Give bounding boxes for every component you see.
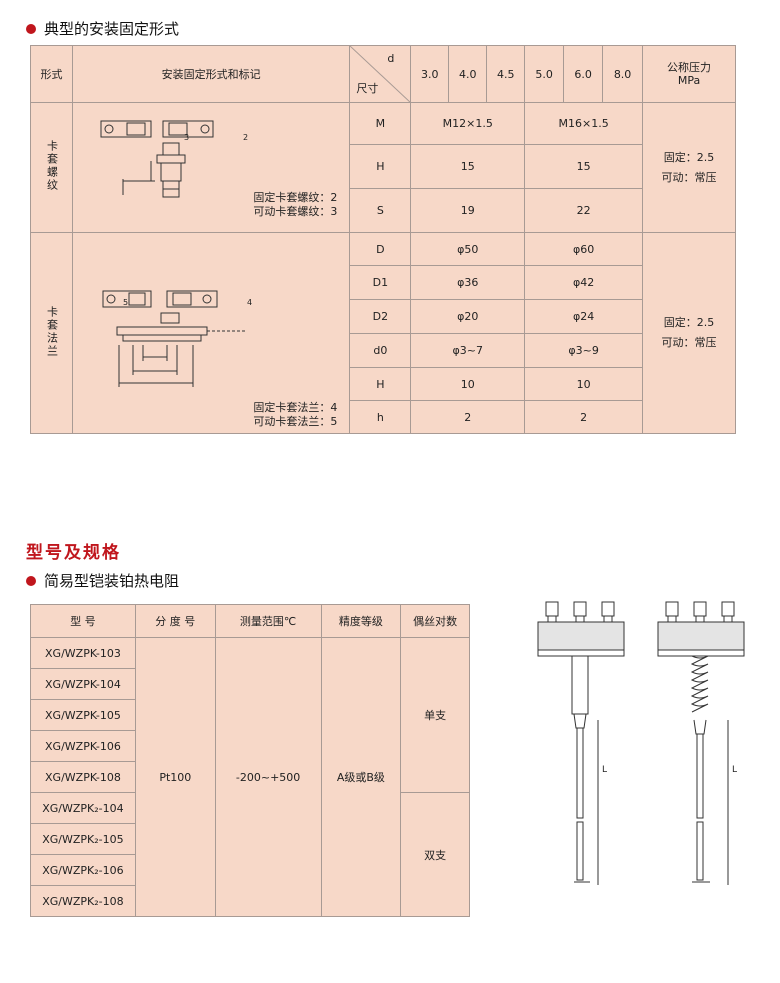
- flange-param-h: H: [349, 367, 412, 401]
- model-row: XG/WZPK-105: [30, 699, 136, 731]
- thread-fitting-drawing: [100, 120, 214, 198]
- flange-num-4: 4: [246, 298, 253, 307]
- thread-diagram-cell: 3 2 固定卡套螺纹：2 可动卡套螺纹：3: [71, 102, 351, 233]
- thread-m-a: M12×1.5: [410, 102, 526, 145]
- flange-caption: 固定卡套法兰：4 可动卡套法兰：5: [253, 401, 337, 429]
- thread-m-b: M16×1.5: [524, 102, 644, 145]
- flange-num-5: 5: [122, 298, 129, 307]
- model-row: XG/WZPK₂-104: [30, 792, 136, 824]
- flange-d1-a: φ36: [410, 265, 526, 300]
- sensor-drawings: [537, 601, 745, 885]
- length-label-right: L: [732, 765, 738, 775]
- header-diagonal: d 尺寸: [349, 45, 412, 103]
- flange-d1-b: φ42: [524, 265, 644, 300]
- flange-hh-b: 2: [524, 400, 644, 434]
- header-range: 测量范围℃: [214, 604, 322, 638]
- flange-d0-a: φ3~7: [410, 333, 526, 368]
- flange-param-d: D: [349, 232, 412, 266]
- thread-num-2: 2: [242, 133, 249, 142]
- flange-d0-b: φ3~9: [524, 333, 644, 368]
- header-model: 型 号: [30, 604, 136, 638]
- model-table: 型 号 分 度 号 测量范围℃ 精度等级 偶丝对数 XG/WZPK-103 Pt…: [30, 604, 470, 917]
- size-3-0: 3.0: [410, 45, 450, 103]
- bullet-icon: [26, 23, 36, 34]
- sensor-drawing-straight: [537, 601, 625, 885]
- install-table: 形式 安装固定形式和标记 d 尺寸 3.0 4.0 4.5 5.0 6.0 8.…: [30, 45, 736, 434]
- section-heading-install-text: 典型的安装固定形式: [44, 20, 180, 38]
- flange-param-d0: d0: [349, 333, 412, 368]
- flange-param-d1: D1: [349, 265, 412, 300]
- header-index: 分 度 号: [134, 604, 216, 638]
- size-5-0: 5.0: [524, 45, 565, 103]
- flange-pressure-fixed: 固定：2.5: [663, 316, 715, 329]
- thread-h-a: 15: [410, 144, 526, 189]
- thread-s-b: 22: [524, 188, 644, 233]
- model-row: XG/WZPK₂-108: [30, 885, 136, 917]
- pairs-single: 单支: [400, 637, 470, 793]
- thread-pressure: 固定：2.5 可动：常压: [642, 102, 736, 233]
- form-flange-label: 卡套法兰: [45, 305, 59, 358]
- flange-d-a: φ50: [410, 232, 526, 266]
- grade-value: A级或B级: [320, 637, 402, 917]
- flange-fitting-drawing: [102, 290, 247, 387]
- flange-pressure: 固定：2.5 可动：常压: [642, 232, 736, 434]
- flange-param-hh: h: [349, 400, 412, 434]
- header-form: 形式: [30, 45, 73, 103]
- bullet-icon: [26, 575, 36, 586]
- diag-bottom-label: 尺寸: [356, 82, 379, 95]
- thread-h-b: 15: [524, 144, 644, 189]
- model-row: XG/WZPK-108: [30, 761, 136, 793]
- model-row: XG/WZPK-103: [30, 637, 136, 669]
- size-8-0: 8.0: [602, 45, 644, 103]
- thread-param-s: S: [349, 188, 412, 233]
- thread-pressure-movable: 可动：常压: [661, 170, 717, 184]
- flange-caption-1: 固定卡套法兰：4: [253, 401, 338, 414]
- thread-caption-1: 固定卡套螺纹：2: [253, 191, 338, 204]
- thread-s-a: 19: [410, 188, 526, 233]
- thread-caption-2: 可动卡套螺纹：3: [253, 205, 338, 218]
- size-4-0: 4.0: [448, 45, 488, 103]
- section-title-models: 型号及规格: [26, 543, 121, 563]
- header-pressure-unit: MPa: [677, 74, 701, 87]
- flange-h-a: 10: [410, 367, 526, 401]
- header-method: 安装固定形式和标记: [71, 45, 351, 103]
- flange-h-b: 10: [524, 367, 644, 401]
- model-row: XG/WZPK₂-105: [30, 823, 136, 855]
- form-thread: 卡套螺纹: [30, 102, 73, 233]
- sensor-drawing-spring: [657, 601, 745, 885]
- header-pressure-label: 公称压力: [667, 61, 712, 74]
- diagonal-line: [350, 46, 412, 103]
- form-thread-label: 卡套螺纹: [45, 140, 59, 192]
- thread-param-m: M: [349, 102, 412, 145]
- pairs-double: 双支: [400, 792, 470, 917]
- size-6-0: 6.0: [563, 45, 604, 103]
- flange-d-b: φ60: [524, 232, 644, 266]
- flange-d2-b: φ24: [524, 299, 644, 334]
- model-row: XG/WZPK-106: [30, 730, 136, 762]
- flange-caption-2: 可动卡套法兰：5: [253, 415, 338, 428]
- length-label-left: L: [602, 765, 608, 775]
- diag-top-label: d: [387, 52, 395, 65]
- thread-caption: 固定卡套螺纹：2 可动卡套螺纹：3: [253, 191, 337, 219]
- form-flange: 卡套法兰: [30, 232, 73, 434]
- header-pairs: 偶丝对数: [400, 604, 470, 638]
- model-row: XG/WZPK₂-106: [30, 854, 136, 886]
- size-4-5: 4.5: [486, 45, 526, 103]
- flange-pressure-movable: 可动：常压: [661, 336, 717, 349]
- thread-param-h: H: [349, 144, 412, 189]
- section-heading-rtd: 简易型铠装铂热电阻: [26, 570, 179, 591]
- index-value: Pt100: [134, 637, 216, 917]
- flange-param-d2: D2: [349, 299, 412, 334]
- header-grade: 精度等级: [320, 604, 402, 638]
- section-heading-install: 典型的安装固定形式: [26, 18, 179, 39]
- thread-num-3: 3: [183, 133, 190, 142]
- header-pressure: 公称压力 MPa: [642, 45, 736, 103]
- thread-pressure-fixed: 固定：2.5: [663, 150, 715, 164]
- range-value: -200~+500: [214, 637, 322, 917]
- model-row: XG/WZPK-104: [30, 668, 136, 700]
- section-heading-rtd-text: 简易型铠装铂热电阻: [44, 572, 180, 590]
- flange-hh-a: 2: [410, 400, 526, 434]
- flange-diagram-cell: 5 4 固定卡套法兰：4 可动卡套法兰：5: [71, 232, 351, 434]
- flange-d2-a: φ20: [410, 299, 526, 334]
